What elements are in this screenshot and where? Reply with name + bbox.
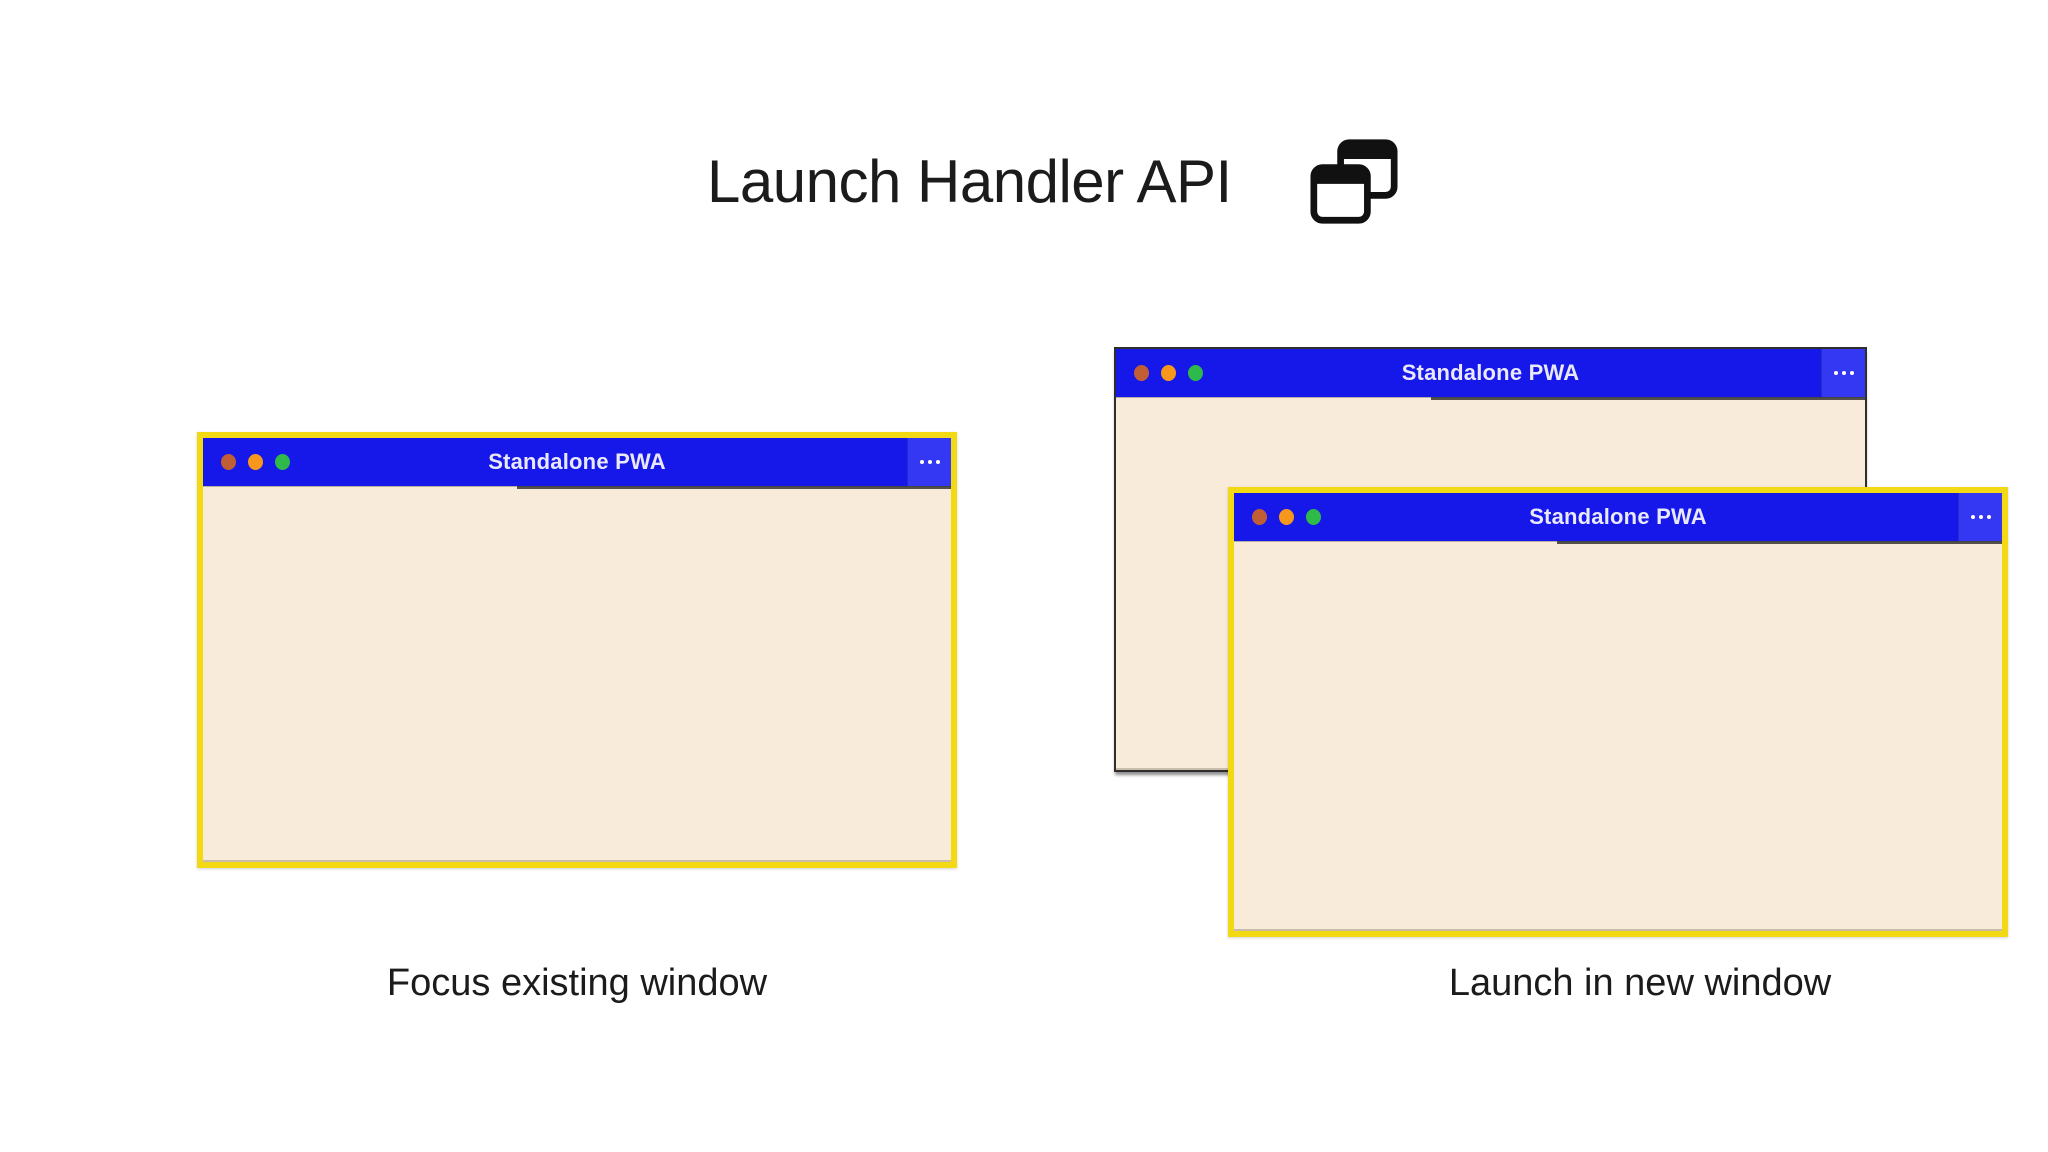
traffic-lights [1134,365,1203,381]
focused-pwa-window: Standalone PWA [197,432,957,868]
orange-dot-icon [248,454,263,470]
new-pwa-window: Standalone PWA [1228,487,2008,937]
heading-row: Launch Handler API [707,138,1400,226]
orange-dot-icon [1161,365,1176,381]
green-dot-icon [1188,365,1203,381]
green-dot-icon [1306,509,1321,525]
ellipsis-more-icon [1821,349,1865,397]
traffic-lights [1252,509,1321,525]
window-title: Standalone PWA [488,449,666,474]
ellipsis-more-icon [1958,493,2002,541]
orange-dot-icon [1279,509,1294,525]
window-title: Standalone PWA [1401,360,1580,385]
window-body [203,486,951,862]
ellipsis-more-icon [907,438,951,486]
traffic-lights [221,454,290,470]
titlebar: Standalone PWA [203,438,951,489]
red-dot-icon [1252,509,1267,525]
overlapping-windows-icon [1308,138,1400,226]
caption-focus-existing: Focus existing window [386,962,768,1004]
red-dot-icon [221,454,236,470]
page-title: Launch Handler API [707,148,1232,215]
window-title: Standalone PWA [1529,504,1707,529]
caption-launch-new: Launch in new window [1448,962,1832,1004]
window-body [1234,541,2002,931]
green-dot-icon [275,454,290,470]
red-dot-icon [1134,365,1149,381]
titlebar: Standalone PWA [1234,493,2002,544]
titlebar: Standalone PWA [1116,349,1865,400]
